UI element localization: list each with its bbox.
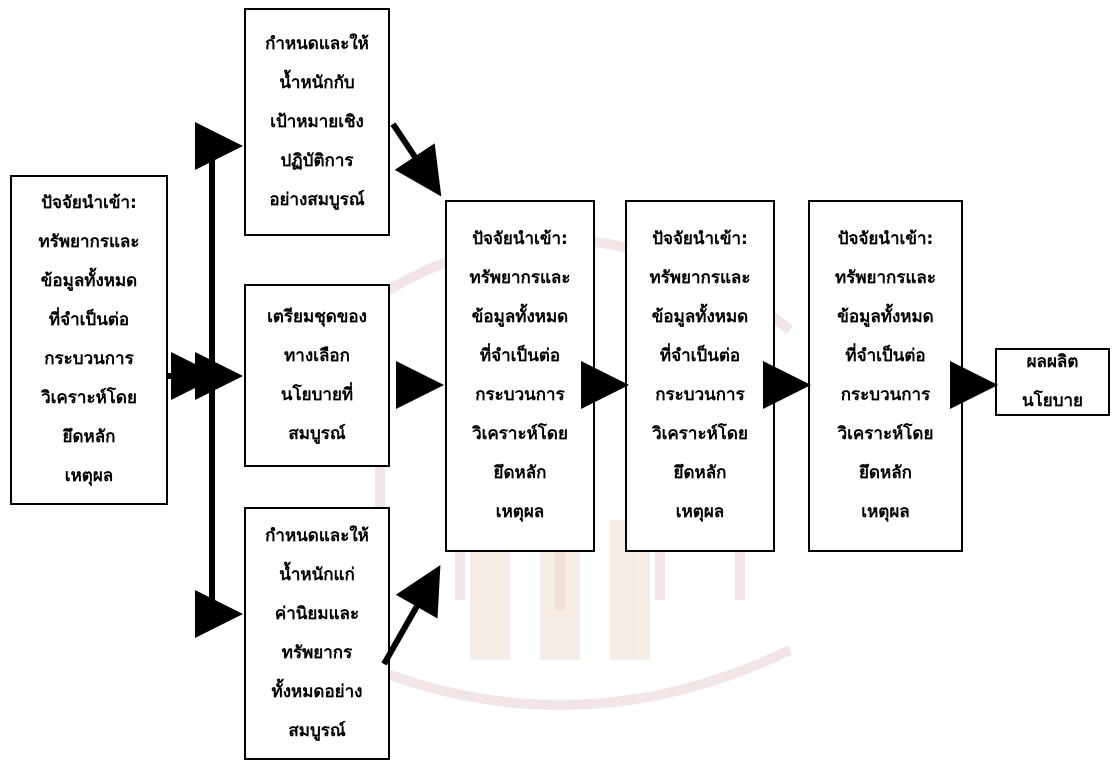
box-text-line: ข้อมูลทั้งหมด bbox=[651, 307, 749, 327]
box-text-line: ทรัพยากร bbox=[281, 642, 353, 663]
input-box-left: ปัจจัยนำเข้า: ทรัพยากรและข้อมูลทั้งหมดที่… bbox=[10, 175, 168, 505]
box-text-line: ข้อมูลทั้งหมด bbox=[471, 307, 569, 327]
box-text-line: ปัจจัยนำเข้า: bbox=[472, 229, 568, 249]
box-text-line: ทรัพยากรและ bbox=[38, 232, 140, 252]
box-text-line: วิเคราะห์โดย bbox=[652, 424, 748, 444]
box-text-line: นโยบายที่ bbox=[280, 384, 354, 405]
box-text-line: วิเคราะห์โดย bbox=[472, 424, 568, 444]
box-text-line: กำหนดและให้ bbox=[265, 525, 369, 546]
box-text-line: ยึดหลัก bbox=[493, 463, 547, 483]
box-text-line: ทางเลือก bbox=[284, 345, 350, 366]
box-text-line: ยึดหลัก bbox=[62, 427, 116, 447]
box-text-line: สมบูรณ์ bbox=[288, 720, 346, 741]
box-text-line: ทรัพยากรและ bbox=[835, 268, 936, 288]
box-text-line: ปฏิบัติการ bbox=[280, 150, 354, 171]
box-text-line: ยึดหลัก bbox=[859, 463, 912, 483]
weight-goals-box: กำหนดและให้น้ำหนักกับเป้าหมายเชิงปฏิบัติ… bbox=[244, 8, 390, 236]
box-text-line: ที่จำเป็นต่อ bbox=[659, 346, 741, 366]
box-text-line: ที่จำเป็นต่อ bbox=[479, 346, 561, 366]
output-box: ผลผลิตนโยบาย bbox=[995, 348, 1110, 416]
box-text-line: วิเคราะห์โดย bbox=[41, 388, 137, 408]
process-box-3: ปัจจัยนำเข้า: ทรัพยากรและข้อมูลทั้งหมดที่… bbox=[808, 200, 963, 552]
box-text-line: อย่างสมบูรณ์ bbox=[269, 189, 365, 210]
prepare-alternatives-box: เตรียมชุดของทางเลือกนโยบายที่สมบูรณ์ bbox=[244, 284, 390, 467]
box-text-line: กระบวนการ bbox=[475, 385, 565, 405]
box-text-line: ยึดหลัก bbox=[673, 463, 727, 483]
box-text-line: สมบูรณ์ bbox=[288, 423, 346, 444]
box-text-line: นโยบาย bbox=[1021, 391, 1083, 411]
box-text-line: ผลผลิต bbox=[1026, 352, 1079, 372]
box-text-line: กระบวนการ bbox=[44, 349, 134, 369]
process-box-1: ปัจจัยนำเข้า: ทรัพยากรและข้อมูลทั้งหมดที่… bbox=[445, 200, 595, 552]
arrow-values-to-process bbox=[381, 564, 441, 666]
box-text-line: เหตุผล bbox=[64, 466, 114, 486]
box-text-line: ที่จำเป็นต่อ bbox=[48, 310, 130, 330]
box-text-line: น้ำหนักแก่ bbox=[279, 564, 355, 585]
box-text-line: เหตุผล bbox=[495, 502, 545, 522]
box-text-line: ที่จำเป็นต่อ bbox=[845, 346, 926, 366]
box-text-line: เหตุผล bbox=[675, 502, 725, 522]
arrow-goals-to-process bbox=[390, 122, 442, 197]
box-text-line: ข้อมูลทั้งหมด bbox=[837, 307, 934, 327]
box-text-line: ทั้งหมดอย่าง bbox=[271, 681, 363, 702]
box-text-line: ปัจจัยนำเข้า: bbox=[41, 193, 137, 213]
box-text-line: ปัจจัยนำเข้า: bbox=[652, 229, 748, 249]
process-box-2: ปัจจัยนำเข้า: ทรัพยากรและข้อมูลทั้งหมดที่… bbox=[625, 200, 775, 552]
box-text-line: เป้าหมายเชิง bbox=[270, 111, 364, 132]
box-text-line: ข้อมูลทั้งหมด bbox=[40, 271, 138, 291]
box-text-line: ทรัพยากรและ bbox=[469, 268, 571, 288]
weight-values-box: กำหนดและให้น้ำหนักแก่ค่านิยมและทรัพยากรท… bbox=[244, 507, 390, 760]
box-text-line: กระบวนการ bbox=[655, 385, 745, 405]
box-text-line: กำหนดและให้ bbox=[265, 33, 369, 54]
box-text-line: ปัจจัยนำเข้า: bbox=[837, 229, 934, 249]
box-text-line: เตรียมชุดของ bbox=[267, 306, 367, 327]
box-text-line: น้ำหนักกับ bbox=[279, 72, 355, 93]
box-text-line: กระบวนการ bbox=[840, 385, 931, 405]
box-text-line: วิเคราะห์โดย bbox=[837, 424, 934, 444]
box-text-line: ทรัพยากรและ bbox=[649, 268, 751, 288]
box-text-line: เหตุผล bbox=[861, 502, 910, 522]
box-text-line: ค่านิยมและ bbox=[274, 603, 360, 624]
